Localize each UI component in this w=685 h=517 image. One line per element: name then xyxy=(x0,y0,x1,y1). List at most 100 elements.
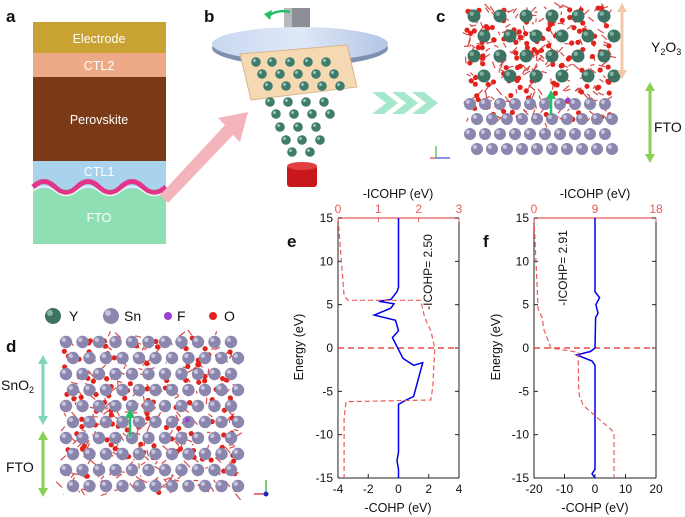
atom xyxy=(158,367,172,381)
droplets xyxy=(251,57,345,157)
atom xyxy=(524,128,536,140)
f-y-axis-label: Energy (eV) xyxy=(489,314,503,381)
atom xyxy=(127,381,133,387)
atom xyxy=(132,383,146,397)
atom xyxy=(90,378,96,384)
atom xyxy=(545,9,559,23)
atom xyxy=(516,75,522,81)
atom xyxy=(569,40,575,46)
y-tick-label: 15 xyxy=(516,211,530,225)
atom xyxy=(598,5,605,11)
atom xyxy=(158,431,172,445)
atom xyxy=(66,447,80,461)
atom xyxy=(145,415,151,421)
atom xyxy=(575,39,581,45)
atom xyxy=(597,67,603,73)
y2o3-arrow-top xyxy=(617,3,627,12)
droplet xyxy=(307,109,317,119)
atom xyxy=(471,113,483,125)
atom xyxy=(208,335,221,349)
atom xyxy=(116,447,129,461)
y-tick-label: 15 xyxy=(320,211,334,225)
atom xyxy=(125,463,139,477)
droplet xyxy=(319,97,329,107)
layer-electrode xyxy=(33,22,166,53)
atom xyxy=(215,383,228,397)
droplet xyxy=(257,69,267,79)
atom xyxy=(467,49,481,63)
atom xyxy=(555,69,569,83)
atom xyxy=(567,7,573,13)
atom xyxy=(191,367,205,381)
atom xyxy=(165,415,179,429)
panel-label-d: d xyxy=(6,337,16,356)
atom xyxy=(565,97,571,103)
droplet xyxy=(275,69,285,79)
atom xyxy=(208,457,214,463)
atom xyxy=(539,98,551,110)
spindle-highlight xyxy=(284,8,292,34)
droplet xyxy=(267,57,277,67)
droplet xyxy=(289,109,299,119)
atom xyxy=(83,351,96,365)
chevron-3 xyxy=(412,92,438,114)
atom xyxy=(571,49,585,63)
icohp-line xyxy=(337,217,436,478)
atom xyxy=(182,479,195,493)
legend-f-label: F xyxy=(177,308,186,324)
atom xyxy=(464,98,476,110)
atom xyxy=(76,431,89,445)
atom xyxy=(78,394,84,400)
droplet xyxy=(325,109,335,119)
atom xyxy=(493,9,507,23)
atom xyxy=(221,432,227,438)
interface-wave xyxy=(31,179,168,195)
panel-c: c Y2O3 FTO xyxy=(430,1,682,163)
atom xyxy=(116,479,129,493)
panel-label-a: a xyxy=(6,7,16,26)
atom xyxy=(594,85,601,91)
atom xyxy=(576,143,588,155)
droplet xyxy=(299,81,309,91)
atom xyxy=(597,49,611,63)
atom xyxy=(76,463,89,477)
atom xyxy=(555,29,569,43)
atom xyxy=(219,375,226,382)
droplet xyxy=(251,57,261,67)
atom xyxy=(66,479,80,493)
atom xyxy=(480,61,486,67)
icohp-line xyxy=(533,217,615,478)
atom xyxy=(59,335,73,349)
panel-label-b: b xyxy=(204,7,214,26)
droplet xyxy=(265,97,275,107)
x2-tick-label: 2 xyxy=(415,202,422,216)
pink-arrow-shape xyxy=(160,112,248,203)
atom xyxy=(490,79,497,85)
atom xyxy=(578,89,585,95)
atom xyxy=(66,383,80,397)
atom xyxy=(215,351,228,365)
atom xyxy=(477,69,491,83)
atom xyxy=(606,113,618,125)
layer-ctl2 xyxy=(33,53,166,77)
atom xyxy=(479,98,491,110)
atom xyxy=(607,29,621,43)
nozzle-top xyxy=(287,162,317,170)
atom xyxy=(513,50,519,56)
atom xyxy=(215,415,228,429)
atom xyxy=(176,425,182,431)
panel-e: e -ICOHP (eV) -COHP (eV) Energy (eV) -15… xyxy=(287,187,463,515)
atom xyxy=(182,383,195,397)
atom xyxy=(99,479,113,493)
atom xyxy=(83,383,96,397)
atom xyxy=(59,367,73,381)
atom xyxy=(191,463,205,477)
atom xyxy=(61,348,67,354)
atom xyxy=(66,351,80,365)
f-annotation: -ICOHP= 2.91 xyxy=(556,230,570,306)
label-y2o3: Y2O3 xyxy=(651,39,681,57)
atom xyxy=(500,108,507,115)
droplet xyxy=(303,57,313,67)
atom xyxy=(474,93,480,99)
atom xyxy=(489,24,495,31)
